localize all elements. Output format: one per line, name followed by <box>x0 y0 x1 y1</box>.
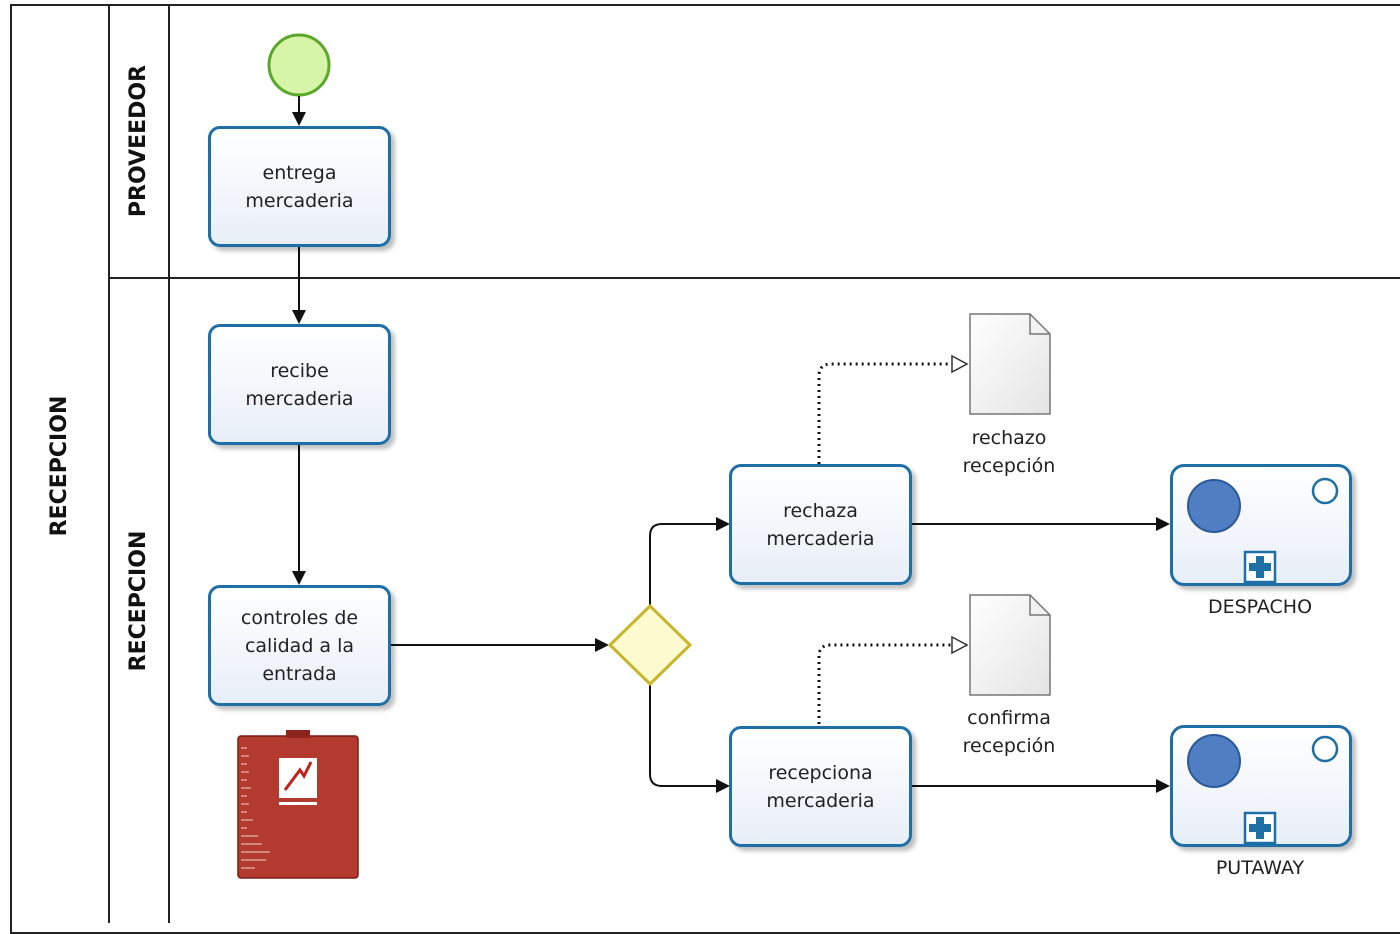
task-label-line: entrada <box>262 662 337 685</box>
subprocess-putaway[interactable] <box>1170 725 1352 847</box>
task-entrega-mercaderia[interactable]: entrega mercaderia <box>208 126 391 247</box>
document-label-rechazo: rechazo recepción <box>929 424 1089 480</box>
task-label-line: mercaderia <box>245 189 354 212</box>
document-label-confirma: confirma recepción <box>929 704 1089 760</box>
task-label-line: recibe <box>270 359 329 382</box>
report-book-icon[interactable] <box>237 730 359 879</box>
subprocess-label-putaway: PUTAWAY <box>1215 857 1305 879</box>
subprocess-markers <box>1187 734 1339 845</box>
doc-label-line: rechazo <box>971 427 1047 449</box>
flow-gateway-to-recepciona[interactable] <box>649 685 730 793</box>
data-object-fold <box>1029 314 1050 335</box>
lane-separator <box>108 277 1400 279</box>
task-label-line: mercaderia <box>245 387 354 410</box>
start-event-icon <box>1187 734 1241 788</box>
data-object-fold <box>1029 595 1050 616</box>
pool-header-divider <box>108 4 110 923</box>
doc-label-line: recepción <box>962 735 1056 757</box>
start-event-icon[interactable] <box>267 33 331 97</box>
doc-label-line: confirma <box>967 707 1051 729</box>
plus-icon[interactable] <box>1243 550 1277 584</box>
doc-label-line: recepción <box>962 455 1056 477</box>
task-rechaza-mercaderia[interactable]: rechaza mercaderia <box>729 464 912 585</box>
intermediate-event-icon <box>1311 735 1339 763</box>
subprocess-markers <box>1187 477 1339 584</box>
lane-header-divider <box>168 4 170 923</box>
task-label-line: rechaza <box>783 499 858 522</box>
plus-icon[interactable] <box>1243 811 1277 845</box>
task-recepciona-mercaderia[interactable]: recepciona mercaderia <box>729 726 912 847</box>
data-object-icon[interactable] <box>969 313 1051 415</box>
task-label-line: mercaderia <box>766 527 875 550</box>
subprocess-label-despacho: DESPACHO <box>1207 596 1313 618</box>
task-label-line: recepciona <box>768 761 873 784</box>
task-label-line: controles de <box>240 606 359 629</box>
intermediate-event-icon <box>1311 477 1339 505</box>
task-controles-calidad[interactable]: controles de calidad a la entrada <box>208 585 391 706</box>
association-rechaza-to-doc[interactable] <box>817 364 967 464</box>
data-object-icon[interactable] <box>969 594 1051 696</box>
task-label-line: mercaderia <box>766 789 875 812</box>
exclusive-gateway-icon[interactable] <box>607 603 693 687</box>
task-recibe-mercaderia[interactable]: recibe mercaderia <box>208 324 391 445</box>
task-label-line: calidad a la <box>244 634 355 657</box>
flow-gateway-to-rechaza[interactable] <box>649 517 730 606</box>
subprocess-despacho[interactable] <box>1170 464 1352 586</box>
task-label-line: entrega <box>262 161 337 184</box>
start-event-icon <box>1187 479 1241 533</box>
